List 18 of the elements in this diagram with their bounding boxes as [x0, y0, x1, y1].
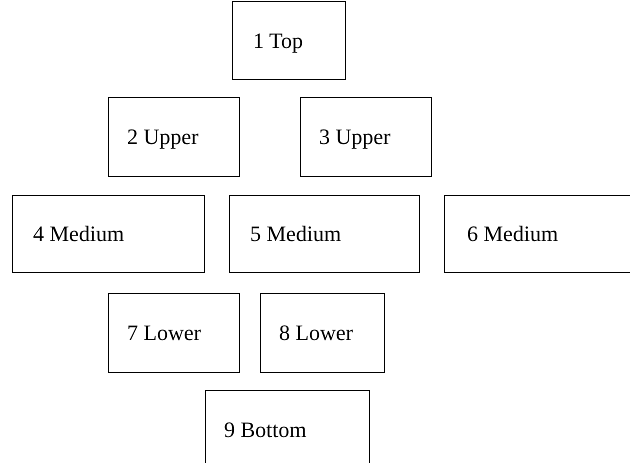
box-label: 3 Upper [319, 124, 390, 150]
box-label: 8 Lower [279, 320, 353, 346]
text-box [260, 293, 385, 373]
text-box [12, 195, 205, 273]
box-label: 6 Medium [467, 221, 558, 247]
text-box [229, 195, 420, 273]
text-box [205, 390, 370, 463]
box-label: 4 Medium [33, 221, 124, 247]
text-box [444, 195, 630, 273]
box-label: 7 Lower [127, 320, 201, 346]
box-label: 5 Medium [250, 221, 342, 247]
text-box [108, 293, 240, 373]
box-label: 2 Upper [127, 124, 198, 150]
text-box [108, 97, 240, 177]
box-label: 1 Top [253, 28, 304, 54]
text-box [232, 1, 346, 80]
text-box [300, 97, 432, 177]
box-label: 9 Bottom [224, 417, 307, 443]
